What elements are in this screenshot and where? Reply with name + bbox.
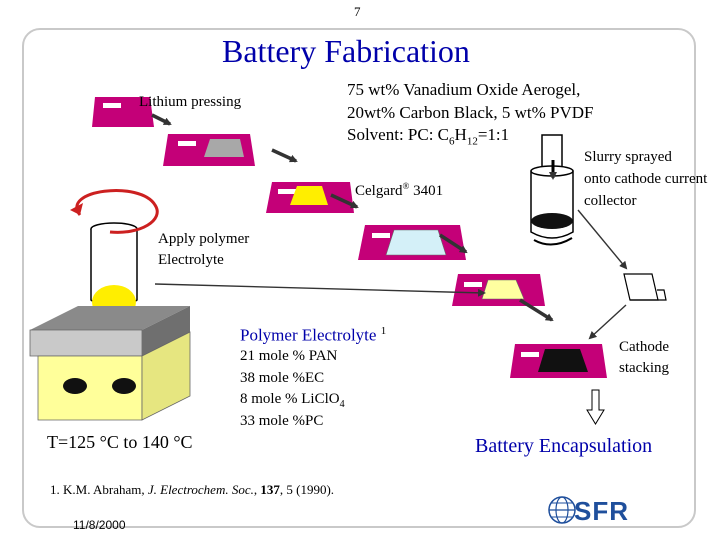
sfr-logo-globe-icon: [548, 496, 576, 524]
slurry-label-line1: Slurry sprayed: [584, 149, 672, 165]
electrolyte-card: [452, 274, 545, 306]
reference-comma: ,: [253, 482, 261, 497]
celgard-name: Celgard: [355, 183, 403, 199]
lithium-foil-card-2: [163, 134, 255, 166]
celgard-number: 3401: [409, 183, 444, 199]
current-collector-foil: [623, 273, 667, 301]
composition-liclo4-text: 8 mole % LiClO: [240, 391, 340, 407]
celgard-label: Celgard® 3401: [355, 176, 443, 202]
composition-ec: 38 mole %EC: [240, 370, 325, 386]
composition-pc: 33 mole %PC: [240, 413, 324, 429]
temperature-label: T=125 °C to 140 °C: [47, 432, 193, 452]
slide-title: Battery Fabrication: [222, 33, 470, 69]
stacked-cell-card: [510, 344, 607, 378]
page-number: 7: [354, 4, 361, 19]
connector-lines: [154, 209, 628, 340]
reference-citation: 1. K.M. Abraham, J. Electrochem. Soc., 1…: [50, 481, 334, 498]
spray-canister: [530, 134, 574, 246]
slide-date: 11/8/2000: [73, 518, 126, 532]
cathode-card: [266, 182, 354, 213]
slurry-label-line3: collector: [584, 193, 637, 209]
polymer-electrolyte-ref: 1: [380, 325, 387, 337]
apply-electrolyte-line2: Electrolyte: [158, 252, 224, 268]
composition-liclo4: 8 mole % LiClO4: [240, 389, 345, 415]
cathode-stacking-line2: stacking: [619, 360, 669, 376]
apply-electrolyte-line1: Apply polymer: [158, 231, 250, 247]
slurry-label-line2: onto cathode current: [584, 171, 708, 187]
hot-plate: [29, 306, 191, 421]
battery-encapsulation-label: Battery Encapsulation: [475, 435, 653, 457]
process-arrows: [151, 113, 554, 322]
sfr-logo-text: SFR: [574, 496, 629, 526]
lithium-foil-card-1: [92, 97, 154, 127]
stirring-spiral: [70, 189, 159, 234]
slide-frame: [22, 28, 696, 528]
composition-liclo4-sub: 4: [339, 399, 345, 410]
separator-card: [358, 225, 466, 260]
polymer-electrolyte-title: Polymer Electrolyte 1: [240, 321, 386, 346]
composition-pan: 21 mole % PAN: [240, 348, 338, 364]
reference-pages: , 5 (1990).: [279, 482, 335, 497]
reference-authors: 1. K.M. Abraham,: [50, 482, 148, 497]
encapsulation-arrow: [586, 389, 605, 425]
lithium-pressing-label: Lithium pressing: [139, 94, 242, 110]
solvent-sub-12: 12: [466, 135, 478, 148]
solvent-h: H: [454, 125, 467, 144]
sfr-logo: SFR: [548, 490, 638, 530]
solvent-prefix: Solvent: PC: C: [347, 125, 450, 144]
solvent-label: Solvent: PC: C6H12=1:1: [347, 124, 509, 152]
electrolyte-vial: [90, 222, 138, 319]
cathode-composition-line2: 20wt% Carbon Black, 5 wt% PVDF: [347, 103, 594, 122]
reference-volume: 137: [260, 482, 280, 497]
polymer-electrolyte-text: Polymer Electrolyte: [240, 325, 377, 345]
cathode-composition-line1: 75 wt% Vanadium Oxide Aerogel,: [347, 80, 581, 99]
celgard-registered: ®: [402, 181, 410, 191]
cathode-stacking-line1: Cathode: [619, 339, 669, 355]
solvent-ratio: =1:1: [477, 125, 510, 144]
reference-journal: J. Electrochem. Soc.: [147, 482, 254, 497]
solvent-sub-6: 6: [449, 135, 455, 148]
title-band: [212, 30, 502, 70]
